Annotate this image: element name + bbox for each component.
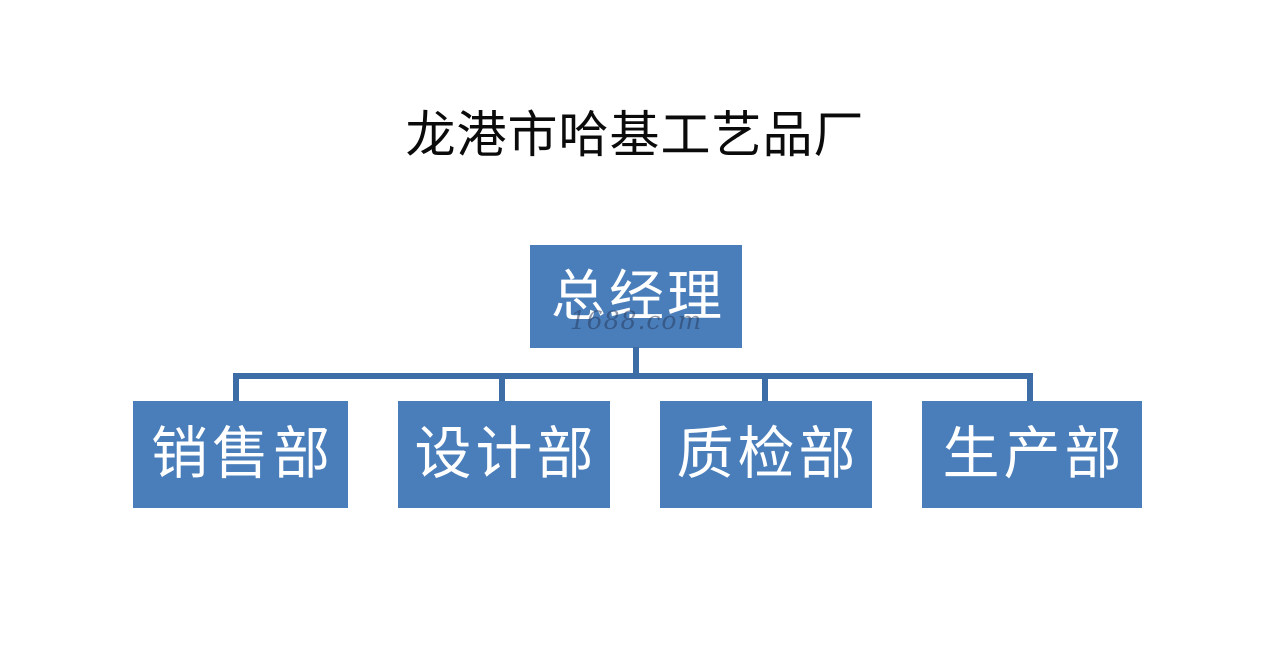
connector-drop-quality — [762, 373, 768, 403]
org-node-sales-department[interactable]: 销售部 — [133, 401, 348, 508]
org-node-design-department[interactable]: 设计部 — [398, 401, 610, 508]
org-node-general-manager[interactable]: 总经理 1688.com — [530, 245, 742, 348]
org-node-label: 生产部 — [942, 421, 1126, 487]
connector-root-stem — [633, 347, 639, 376]
org-node-label: 总经理 — [550, 264, 725, 328]
connector-drop-design — [499, 373, 505, 403]
page-title: 龙港市哈基工艺品厂 — [405, 106, 865, 164]
org-node-label: 质检部 — [676, 421, 860, 487]
org-node-label: 销售部 — [151, 421, 334, 487]
org-node-label: 设计部 — [414, 421, 598, 487]
connector-horizontal-bar — [233, 373, 1033, 379]
connector-drop-production — [1027, 373, 1033, 403]
org-node-production-department[interactable]: 生产部 — [922, 401, 1142, 508]
connector-drop-sales — [233, 373, 239, 403]
org-node-quality-inspection-department[interactable]: 质检部 — [660, 401, 872, 508]
